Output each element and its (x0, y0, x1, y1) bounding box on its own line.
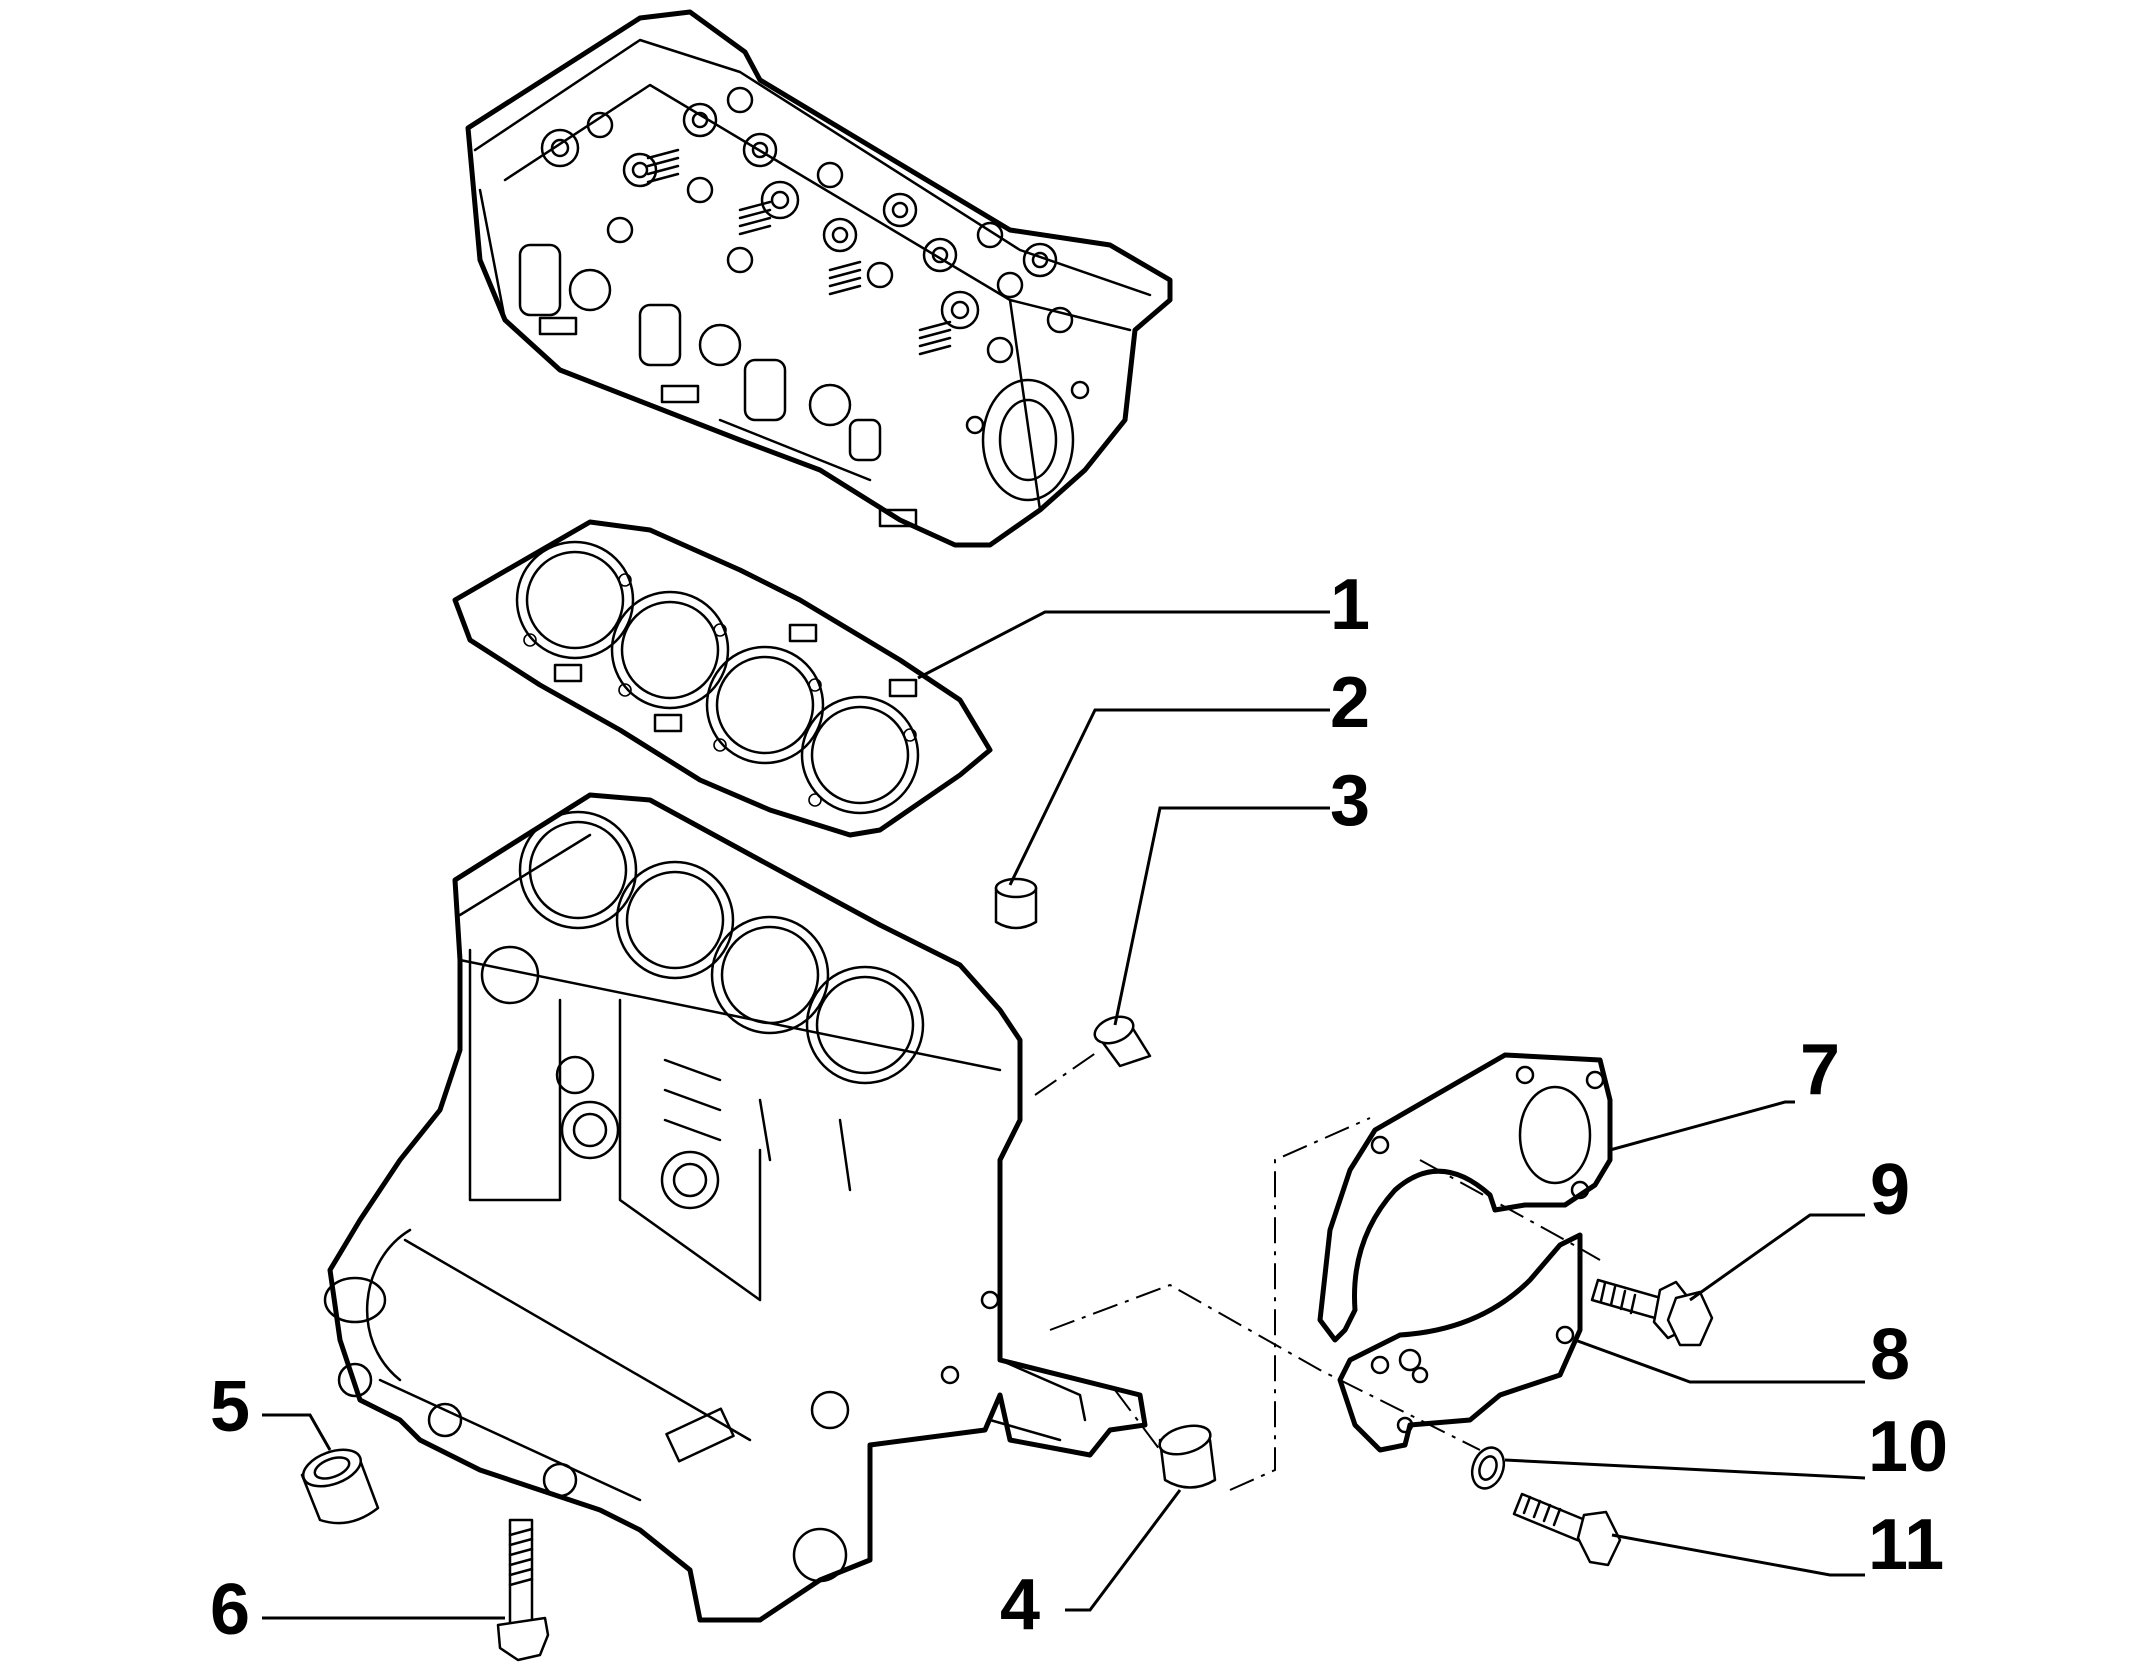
callout-3: 3 (1330, 761, 1370, 841)
bolt-6[interactable] (496, 1518, 550, 1662)
dowel-bush-2[interactable] (994, 877, 1038, 930)
valve-gear (540, 86, 1074, 364)
callout-2: 2 (1330, 663, 1370, 743)
head-gasket[interactable] (452, 519, 993, 838)
callout-8: 8 (1870, 1315, 1910, 1395)
leader-lines (262, 610, 1866, 1620)
washer-10[interactable] (1467, 1443, 1510, 1493)
flange-bolt-9[interactable] (1590, 1278, 1714, 1347)
flywheel-cover-plate[interactable] (1317, 1052, 1613, 1343)
bush-5[interactable] (298, 1443, 380, 1525)
callout-4: 4 (1000, 1565, 1040, 1645)
callout-6: 6 (210, 1570, 250, 1650)
callout-9: 9 (1870, 1150, 1910, 1230)
callout-1: 1 (1330, 565, 1370, 645)
flywheel-guard[interactable] (1337, 1232, 1583, 1453)
cylinder-head[interactable] (465, 9, 1173, 548)
callout-5: 5 (210, 1367, 250, 1447)
callout-10: 10 (1868, 1407, 1948, 1487)
cylinder-block[interactable] (323, 792, 1148, 1623)
plug-3[interactable] (1091, 1012, 1152, 1068)
callout-11: 11 (1868, 1505, 1944, 1585)
callout-7: 7 (1800, 1030, 1840, 1110)
alignment-lines (1034, 1049, 1601, 1491)
bolt-11[interactable] (1512, 1492, 1622, 1567)
dowel-bush-4[interactable] (1157, 1421, 1217, 1489)
